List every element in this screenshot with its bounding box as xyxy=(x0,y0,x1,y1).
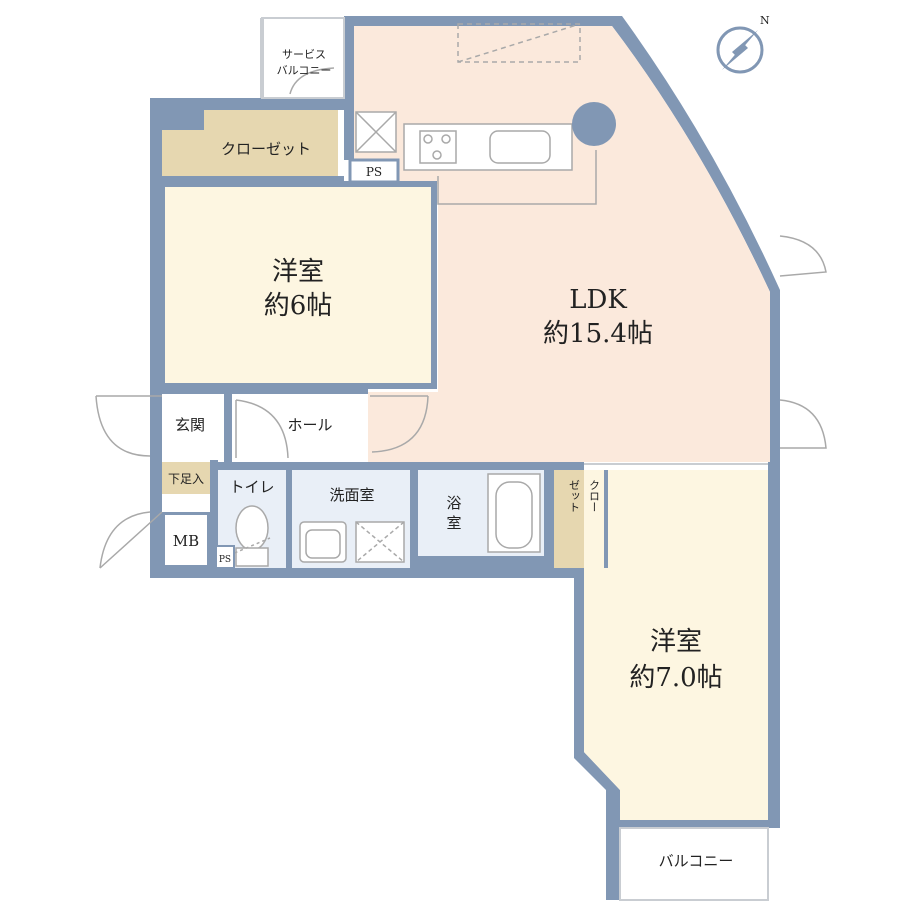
western-room-1-size: 約6帖 xyxy=(264,291,333,321)
shoe-cabinet xyxy=(162,462,210,494)
mb-label: MB xyxy=(173,532,199,550)
ps-box-top xyxy=(348,158,400,184)
entrance-label: 玄関 xyxy=(175,416,205,434)
service-balcony-label-2: バルコニー xyxy=(277,64,332,77)
shoe-cabinet-label: 下足入 xyxy=(168,472,204,486)
column-circle xyxy=(572,102,616,146)
toilet-label: トイレ xyxy=(229,478,274,496)
compass-north: N xyxy=(760,14,770,27)
western-room-2-floor xyxy=(584,470,768,820)
ps-toilet-label: PS xyxy=(219,555,231,565)
entrance-floor xyxy=(162,392,224,460)
ps-top-label: PS xyxy=(366,165,382,179)
western-room-1-name: 洋室 xyxy=(272,257,324,287)
room-labels: サービス バルコニー クローゼット PS 洋室 約6帖 LDK 約15.4帖 玄… xyxy=(168,48,733,870)
hall-label: ホール xyxy=(287,416,332,434)
closet-1-label: クローゼット xyxy=(221,140,311,158)
closet-2-label-bottom: ゼット xyxy=(568,479,581,512)
exterior-walls xyxy=(150,16,780,900)
wet-fixtures xyxy=(217,473,541,567)
door-swings xyxy=(95,67,827,569)
western-room-2-size: 約7.0帖 xyxy=(629,663,722,693)
closet-2-label-top: クロー xyxy=(588,479,601,512)
service-balcony-label-1: サービス xyxy=(282,48,326,61)
service-balcony-floor xyxy=(261,17,345,99)
ldk-name: LDK xyxy=(569,285,627,315)
kitchen xyxy=(355,23,597,205)
washroom-label: 洗面室 xyxy=(329,486,374,504)
balcony-label: バルコニー xyxy=(659,852,734,870)
ldk-size: 約15.4帖 xyxy=(543,319,653,349)
bathroom-label-2: 室 xyxy=(446,514,461,532)
western-room-2-name: 洋室 xyxy=(650,627,702,657)
balcony-floor xyxy=(619,827,769,901)
ps-box-toilet xyxy=(215,545,235,569)
compass: N xyxy=(716,14,770,74)
bathroom-label-1: 浴 xyxy=(446,494,461,512)
